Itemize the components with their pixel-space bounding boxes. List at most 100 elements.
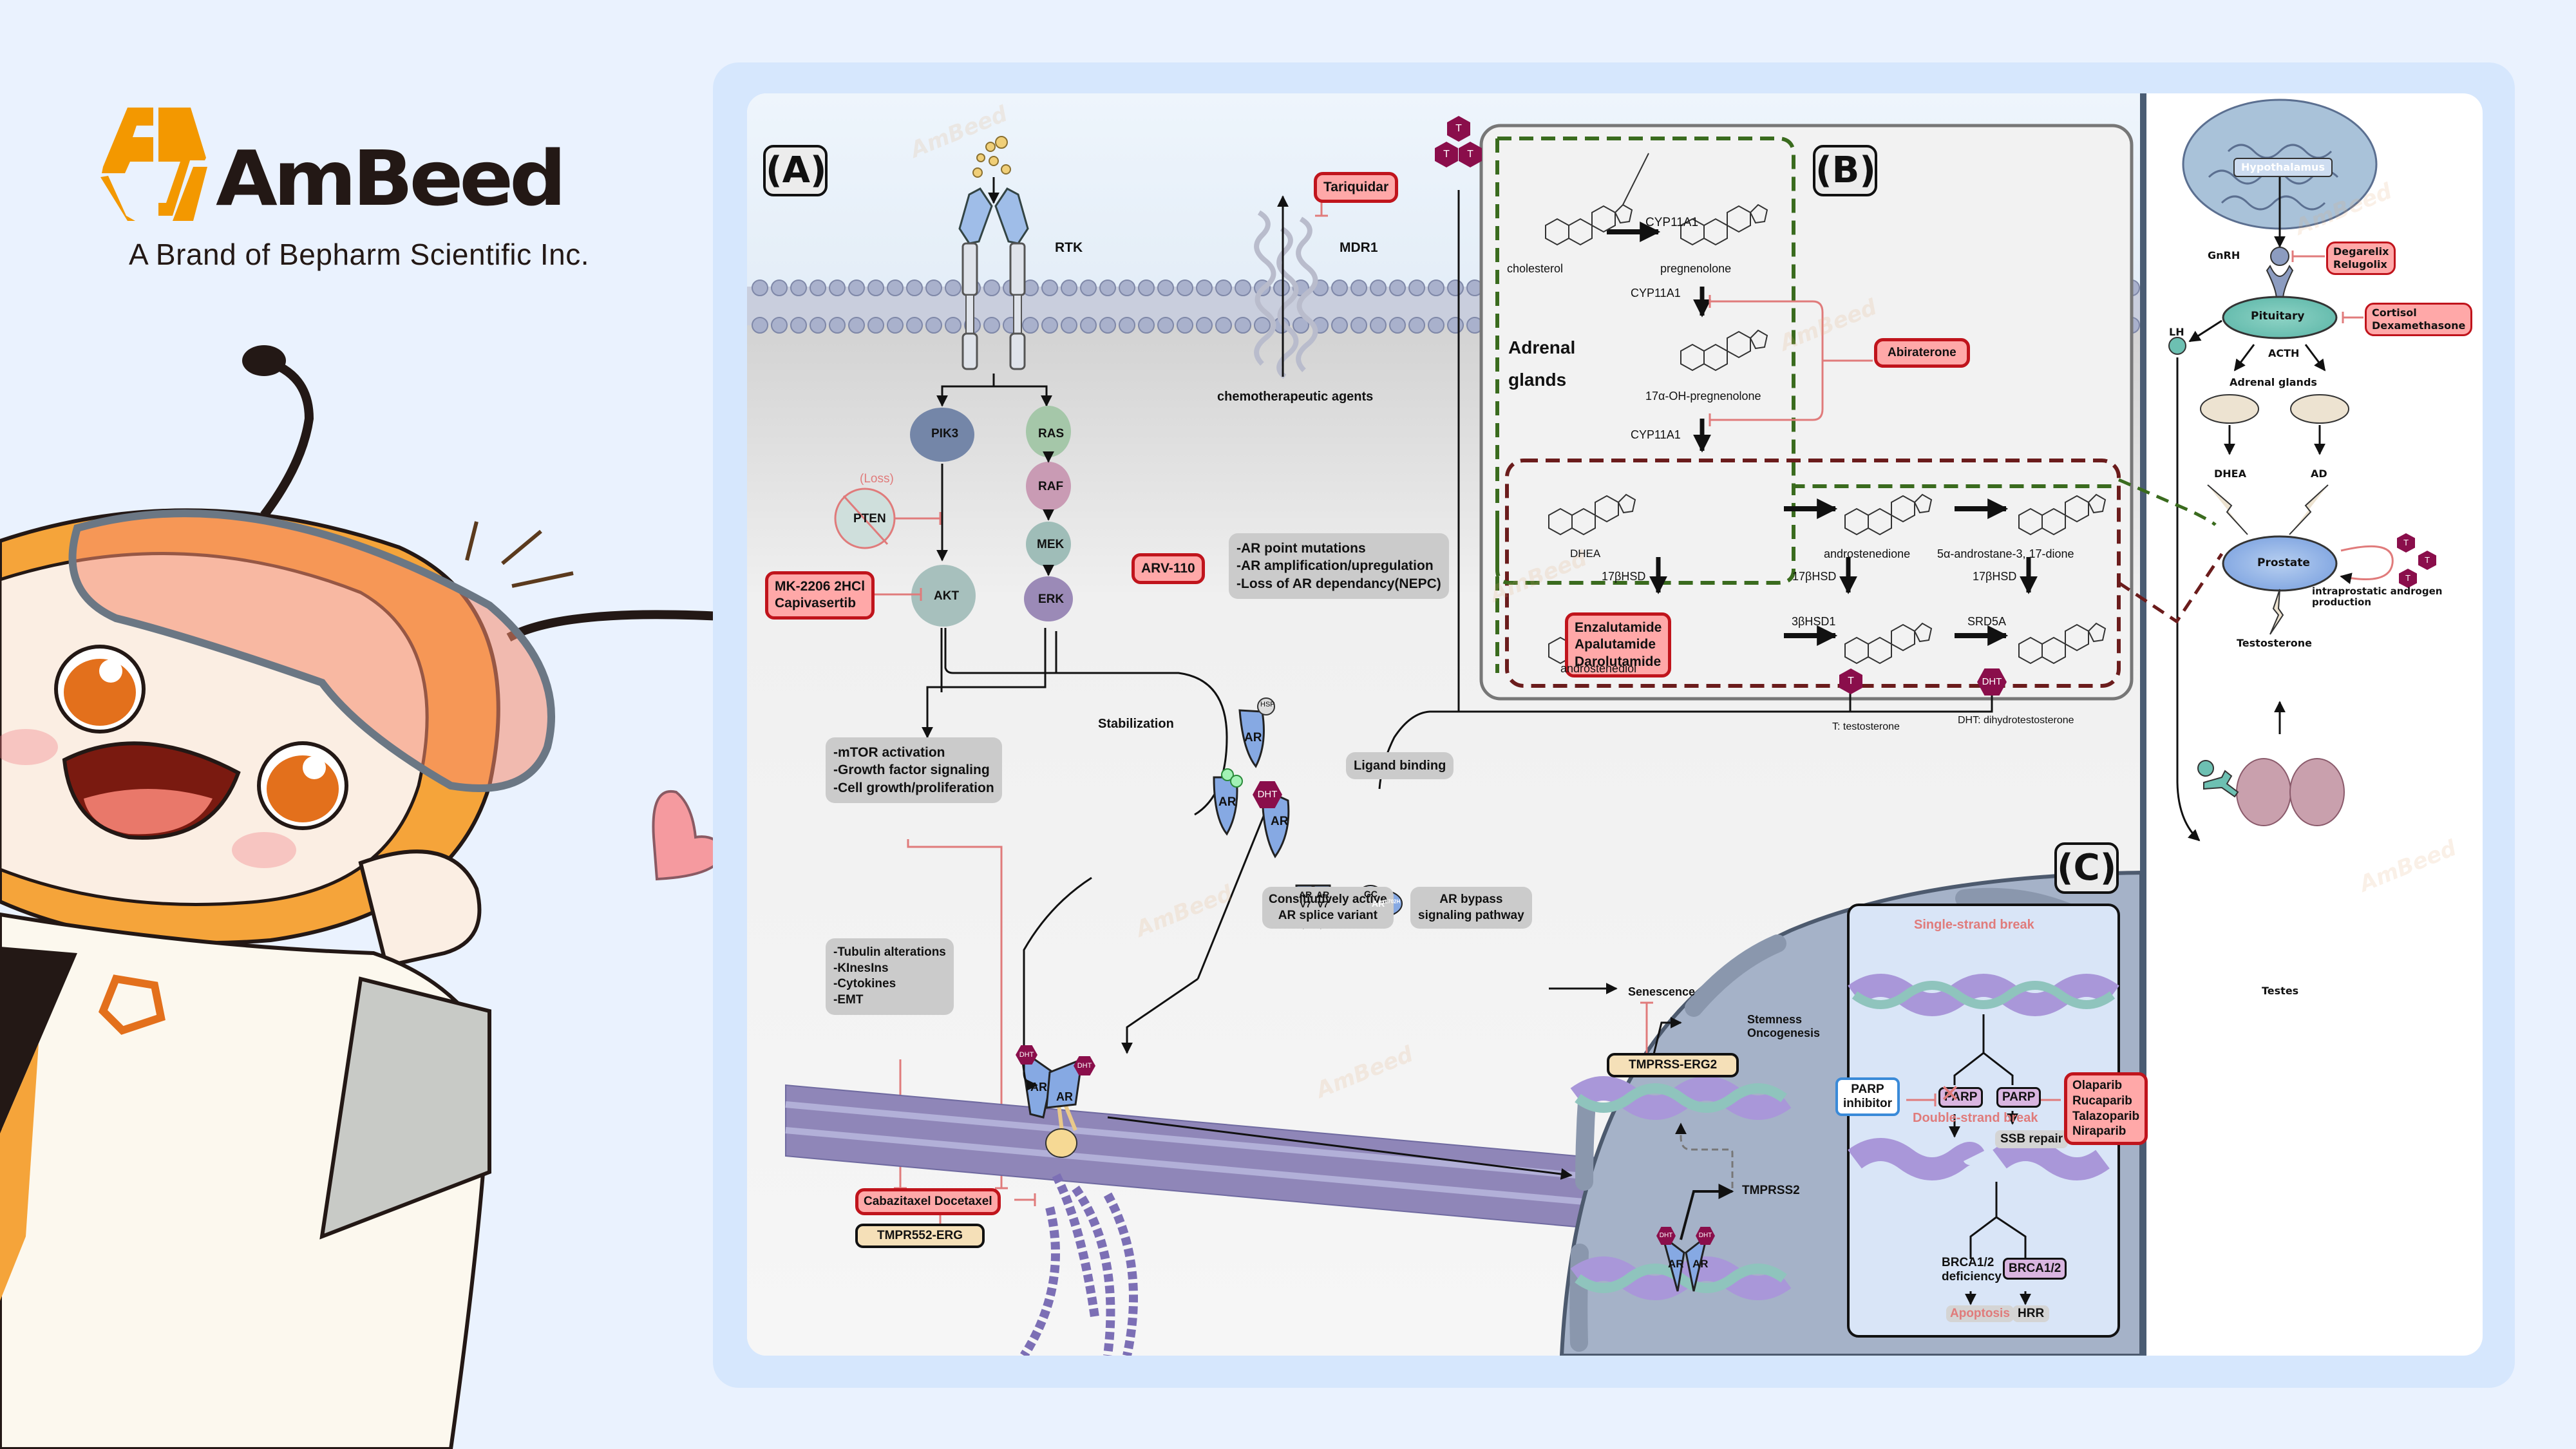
- drug-olaparib: Olaparib: [2072, 1079, 2123, 1092]
- panel-c-label: (C): [2054, 842, 2119, 894]
- androstenedione-label: androstenedione: [1824, 547, 1911, 560]
- testis-icon: [2236, 758, 2291, 826]
- mdr1-label: MDR1: [1340, 240, 1378, 255]
- dna-helix-icon: [1848, 1138, 2110, 1180]
- pregnenolone-label: pregnenolone: [1660, 262, 1732, 275]
- gc-label: GC: [1364, 889, 1378, 899]
- akt-inhibitor-drug-box: MK-2206 2HCl Capivasertib: [765, 571, 875, 620]
- chemotherapeutic-agents-label: chemotherapeutic agents: [1217, 390, 1374, 404]
- mdr1-transporter-icon: [1254, 210, 1318, 379]
- rtk-receptor-icon: [958, 187, 1029, 370]
- arv7-text: V7: [1317, 899, 1329, 910]
- tubulin-effects-box: -Tubulin alterations -KInesIns -Cytokine…: [826, 938, 954, 1015]
- drug-apalutamide: Apalutamide: [1575, 637, 1656, 652]
- drug-dexamethasone: Dexamethasone: [2372, 319, 2466, 332]
- drug-degarelix: Degarelix: [2333, 245, 2389, 258]
- apoptosis-box: Apoptosis: [1946, 1305, 2014, 1322]
- testosterone-icon: T: [1459, 142, 1482, 167]
- parp-inhibitor-line: inhibitor: [1843, 1096, 1892, 1110]
- ar-label: AR: [1692, 1258, 1709, 1270]
- resistance-item: -AR amplification/upregulation: [1236, 558, 1434, 574]
- stemness-label: Stemness Oncogenesis: [1747, 1013, 1820, 1039]
- single-strand-break-label: Single-strand break: [1914, 918, 2034, 932]
- drug-rucaparib: Rucaparib: [2072, 1094, 2132, 1108]
- dhea-label: DHEA: [1570, 547, 1601, 560]
- arv110-drug-box: ARV-110: [1132, 553, 1205, 585]
- arv7-text: V7: [1300, 899, 1311, 910]
- acth-label: ACTH: [2268, 347, 2300, 359]
- erk-protein-icon: [1024, 576, 1073, 621]
- drug-talazoparib: Talazoparib: [2072, 1109, 2140, 1123]
- ar-dimer-motor-icon: [1019, 1047, 1083, 1158]
- effect-item: -Growth factor signaling: [833, 762, 990, 778]
- tubulin-item: -Cytokines: [833, 977, 896, 991]
- ar-label: AR: [1056, 1090, 1073, 1103]
- parp-inhibitor-line: PARP: [1851, 1083, 1884, 1096]
- pituitary-inhibitor-drug-box: Cortisol Dexamethasone: [2365, 303, 2473, 336]
- adrenal-line: glands: [1508, 370, 1567, 390]
- taxane-drug-box: Cabazitaxel Docetaxel: [855, 1188, 1001, 1215]
- tubulin-item: -KInesIns: [833, 961, 889, 975]
- testis-icon: [2289, 758, 2345, 826]
- brand-name: AmBeed: [216, 134, 567, 223]
- ar-phospho-icon: [1213, 776, 1238, 836]
- ligand-binding-box: Ligand binding: [1346, 752, 1454, 779]
- stemness-line: Stemness: [1747, 1013, 1803, 1026]
- ar-resistance-box: -AR point mutations -AR amplification/up…: [1229, 533, 1449, 599]
- adrenal-glands-label: Adrenal glands: [2230, 376, 2317, 388]
- oh-pregnenolone-label: 17α-OH-pregnenolone: [1645, 390, 1761, 402]
- adrenal-glands-label: Adrenal glands: [1508, 332, 1575, 397]
- drug-mk2206: MK-2206 2HCl: [775, 579, 866, 594]
- testosterone-label: Testosterone: [2237, 637, 2312, 649]
- gnrh-receptor-icon: [2266, 265, 2294, 300]
- pten-label: PTEN: [853, 512, 886, 526]
- drug-darolutamide: Darolutamide: [1575, 654, 1662, 669]
- splice-variant-line: Consitiutlvely active: [1269, 893, 1387, 906]
- splice-variant-line: AR splice variant: [1278, 908, 1378, 922]
- mek-label: MEK: [1037, 538, 1065, 551]
- tmprss2-label: TMPRSS2: [1742, 1184, 1800, 1197]
- inhibited-cross-icon: ✕: [1940, 1081, 1960, 1108]
- antenna-tip-icon: [242, 345, 286, 376]
- drug-cortisol: Cortisol: [2372, 307, 2417, 319]
- ad-label: AD: [2311, 468, 2327, 480]
- pituitary-icon: [2222, 296, 2338, 339]
- ar-bypass-box: AR bypass signaling pathway: [1410, 887, 1532, 929]
- tubulin-item: -Tubulin alterations: [833, 945, 946, 959]
- brca-def-line: deficiency: [1942, 1269, 2002, 1283]
- ar-label: AR: [1030, 1081, 1047, 1094]
- ar-label: AR: [1668, 1258, 1684, 1270]
- pituitary-label: Pituitary: [2251, 310, 2305, 323]
- hsp-icon: [1257, 697, 1275, 715]
- ssb-repair-box: SSB repair: [1995, 1130, 2069, 1148]
- lh-icon: [2168, 337, 2186, 355]
- drug-niraparib: Niraparib: [2072, 1124, 2126, 1139]
- intra-line: production: [2312, 596, 2372, 609]
- testis-conversion-box: [1505, 459, 2121, 688]
- tmprss-erg2-box: TMPRSS-ERG2: [1607, 1053, 1739, 1077]
- drug-enzalutamide: Enzalutamide: [1575, 620, 1662, 635]
- pik3-protein-icon: [910, 408, 974, 462]
- pik3-label: PIK3: [931, 427, 959, 440]
- mtor-effects-box: -mTOR activation -Growth factor signalin…: [826, 737, 1002, 803]
- panel-divider: [2140, 93, 2146, 1356]
- lh-label: LH: [2169, 326, 2184, 338]
- parp-inhibited-box: PARP: [1938, 1087, 1984, 1108]
- parp-inhibitor-box: PARP inhibitor: [1835, 1077, 1900, 1116]
- hypothalamus-box: Hypothalamus: [2233, 158, 2333, 178]
- testosterone-icon: T: [2418, 551, 2436, 570]
- mek-protein-icon: [1026, 522, 1071, 567]
- ar-mut-superscript: L702H: [1385, 898, 1401, 905]
- adrenal-line: Adrenal: [1508, 337, 1576, 357]
- cyp11a1-label: CYP11A1: [1631, 287, 1681, 299]
- ar-label: AR: [1218, 795, 1236, 809]
- dht-icon: DHT: [1977, 668, 2007, 696]
- ar-l702h-label: ARL702H: [1372, 898, 1400, 909]
- testosterone-icon: T: [2399, 569, 2417, 588]
- erk-label: ERK: [1038, 592, 1065, 606]
- cholesterol-label: cholesterol: [1507, 262, 1564, 275]
- panel-b-box: [1479, 124, 2134, 701]
- 17bhsd-label: 17βHSD: [1792, 570, 1837, 583]
